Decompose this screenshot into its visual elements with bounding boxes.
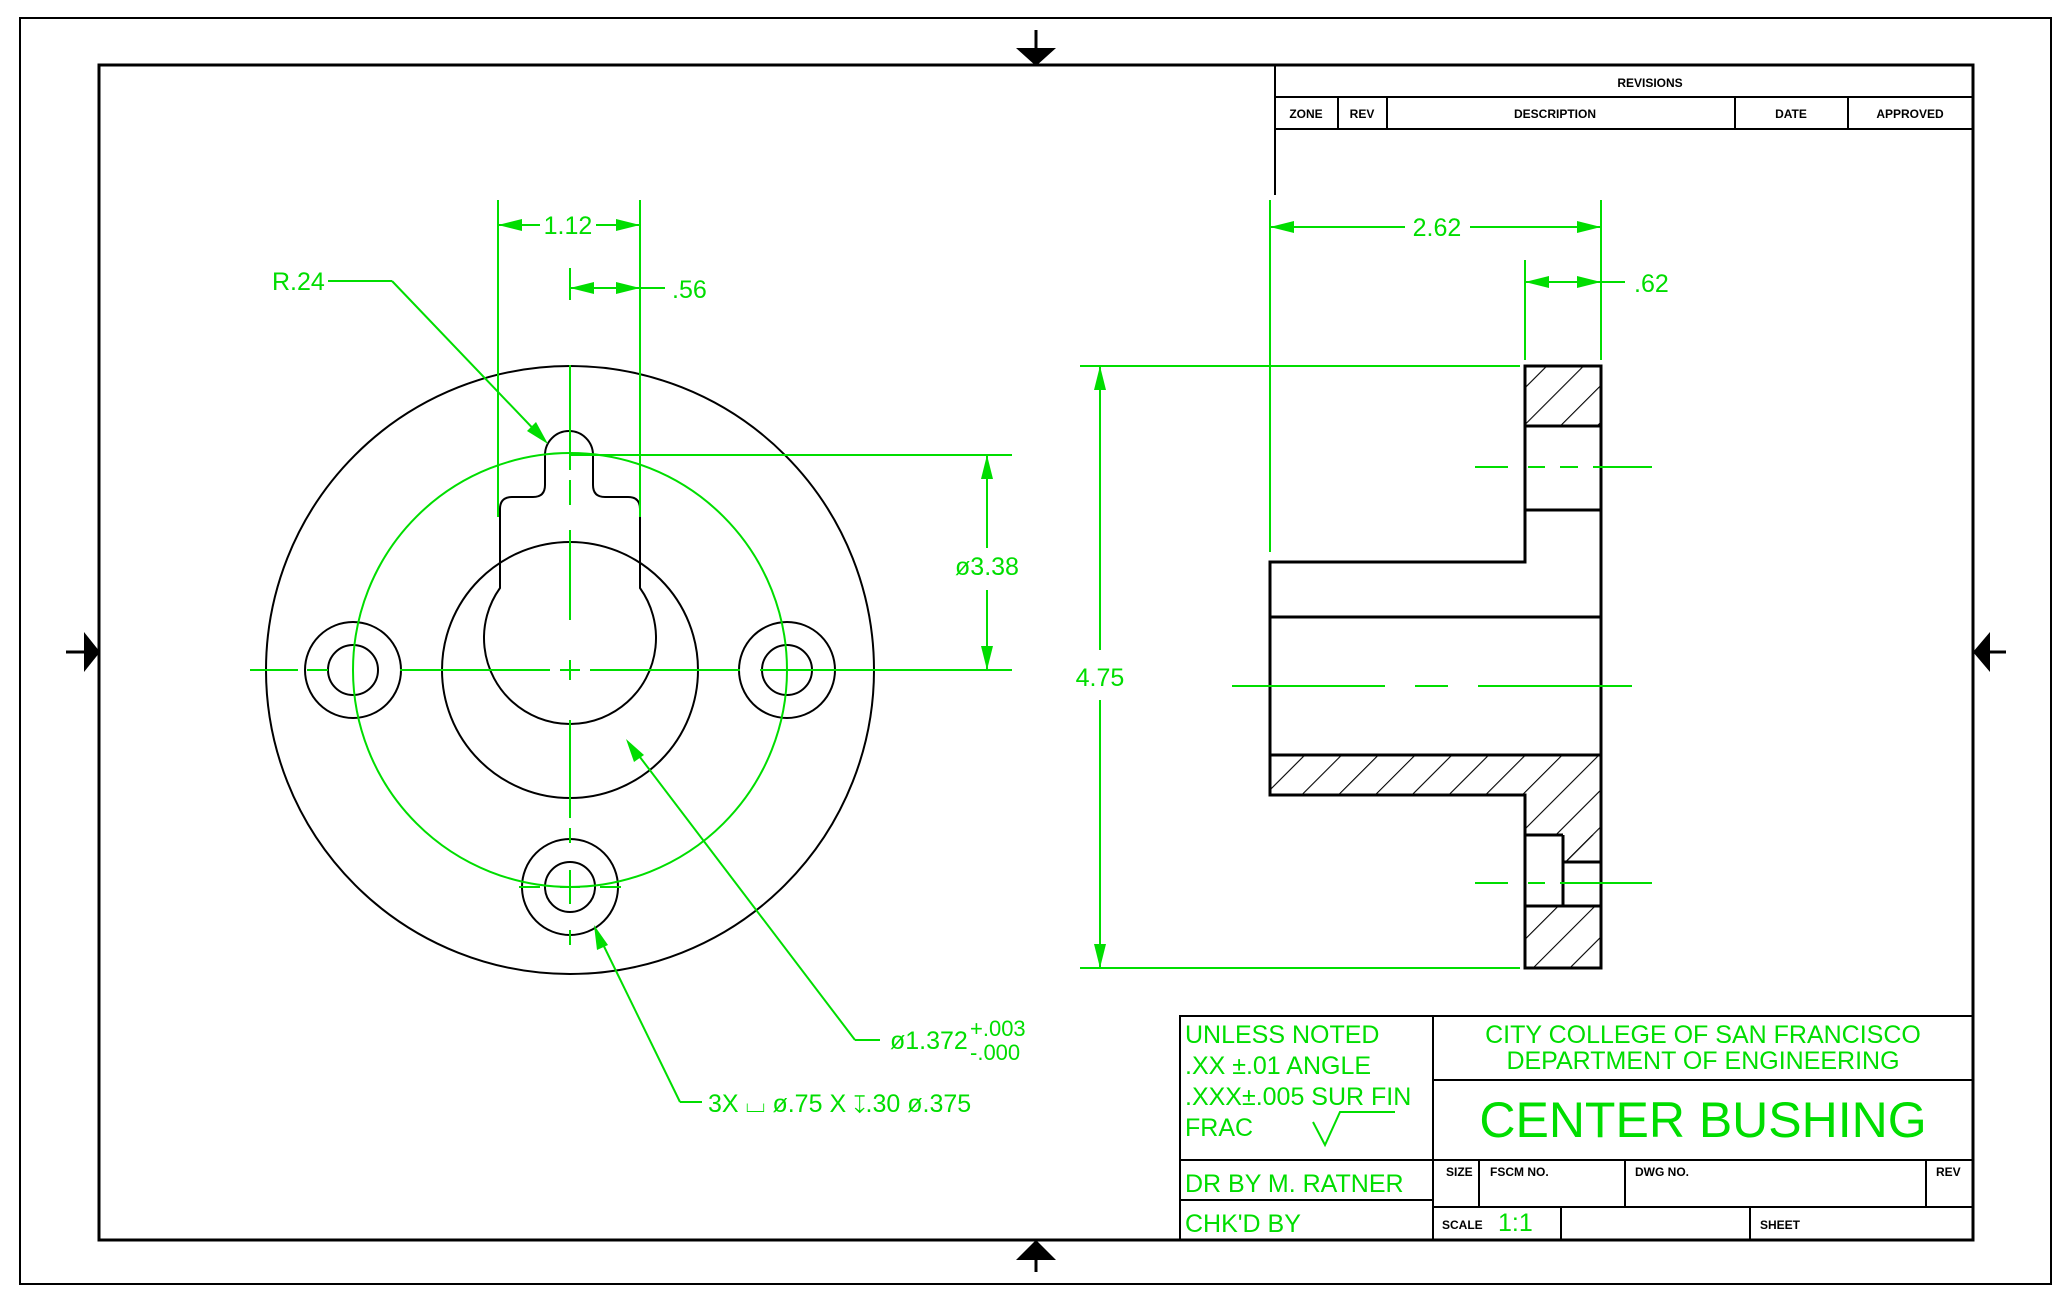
- side-view: 2.62 .62 4.75: [1076, 200, 1669, 970]
- tolerance-line-3: .XXX±.005 SUR FIN: [1185, 1083, 1411, 1111]
- scale-label: SCALE: [1442, 1218, 1483, 1232]
- tolerance-line-4: FRAC: [1185, 1114, 1253, 1142]
- hatch-cbore-right: [1563, 835, 1601, 862]
- bolt-hole-bottom: [544, 861, 596, 913]
- rev-label: REV: [1936, 1165, 1961, 1179]
- leader-holes: [594, 925, 702, 1103]
- surface-finish-symbol: [1312, 1111, 1395, 1148]
- dim-half-56: [569, 268, 665, 300]
- scale-value: 1:1: [1498, 1209, 1533, 1237]
- part-title: CENTER BUSHING: [1479, 1092, 1926, 1148]
- dim-text-radius: R.24: [272, 268, 325, 296]
- rev-col-zone: ZONE: [1289, 107, 1322, 121]
- dim-text-length: 2.62: [1413, 214, 1462, 242]
- dim-text-bolt-circle: ø3.38: [955, 553, 1019, 581]
- front-view: 1.12 .56 R.24 ø3.38 ø1: [250, 200, 1026, 1118]
- dim-text-1-12: 1.12: [544, 212, 593, 240]
- dim-text-bore: ø1.372: [890, 1027, 968, 1055]
- revisions-block: REVISIONS ZONE REV DESCRIPTION DATE APPR…: [1274, 64, 1974, 195]
- dim-width-1-12: [497, 200, 641, 517]
- dim-text-56: .56: [672, 276, 707, 304]
- part-outline: [1268, 364, 1603, 970]
- side-center-lines: [1232, 466, 1652, 884]
- revisions-title: REVISIONS: [1617, 76, 1682, 90]
- dwg-label: DWG NO.: [1635, 1165, 1689, 1179]
- centering-marks: [66, 30, 2006, 1272]
- rev-col-rev: REV: [1350, 107, 1375, 121]
- size-label: SIZE: [1446, 1165, 1473, 1179]
- title-block: UNLESS NOTED .XX ±.01 ANGLE .XXX±.005 SU…: [1179, 1015, 1974, 1241]
- school-line-1: CITY COLLEGE OF SAN FRANCISCO: [1485, 1021, 1921, 1049]
- dim-text-holes: 3X ⌴ ø.75 X ↧.30 ø.375: [708, 1090, 971, 1118]
- checked-by: CHK'D BY: [1185, 1210, 1301, 1238]
- drawn-by: DR BY M. RATNER: [1185, 1170, 1404, 1198]
- center-lines: [250, 365, 1012, 945]
- dim-text-height: 4.75: [1076, 664, 1125, 692]
- dim-flange: [1524, 260, 1625, 360]
- rev-col-description: DESCRIPTION: [1514, 107, 1596, 121]
- tolerance-line-2: .XX ±.01 ANGLE: [1185, 1052, 1371, 1080]
- rev-col-approved: APPROVED: [1876, 107, 1944, 121]
- rev-col-date: DATE: [1775, 107, 1807, 121]
- dim-text-bore-tol-minus: -.000: [970, 1040, 1020, 1065]
- dim-length: [1269, 200, 1602, 552]
- school-line-2: DEPARTMENT OF ENGINEERING: [1506, 1047, 1899, 1075]
- fscm-label: FSCM NO.: [1490, 1165, 1549, 1179]
- outer-border: [19, 17, 2052, 1285]
- dim-height: [1080, 365, 1520, 969]
- dim-text-bore-tol-plus: +.003: [970, 1016, 1026, 1041]
- dim-text-flange: .62: [1634, 270, 1669, 298]
- dim-bolt-circle: [981, 455, 993, 670]
- hatch-bottom-flange: [1525, 906, 1601, 968]
- hatch-bottom-section: [1270, 755, 1601, 862]
- hatch-top-flange: [1525, 366, 1601, 426]
- sheet-label: SHEET: [1760, 1218, 1801, 1232]
- leader-radius: [328, 280, 548, 444]
- tolerance-line-1: UNLESS NOTED: [1185, 1021, 1379, 1049]
- leader-bore: [626, 739, 880, 1041]
